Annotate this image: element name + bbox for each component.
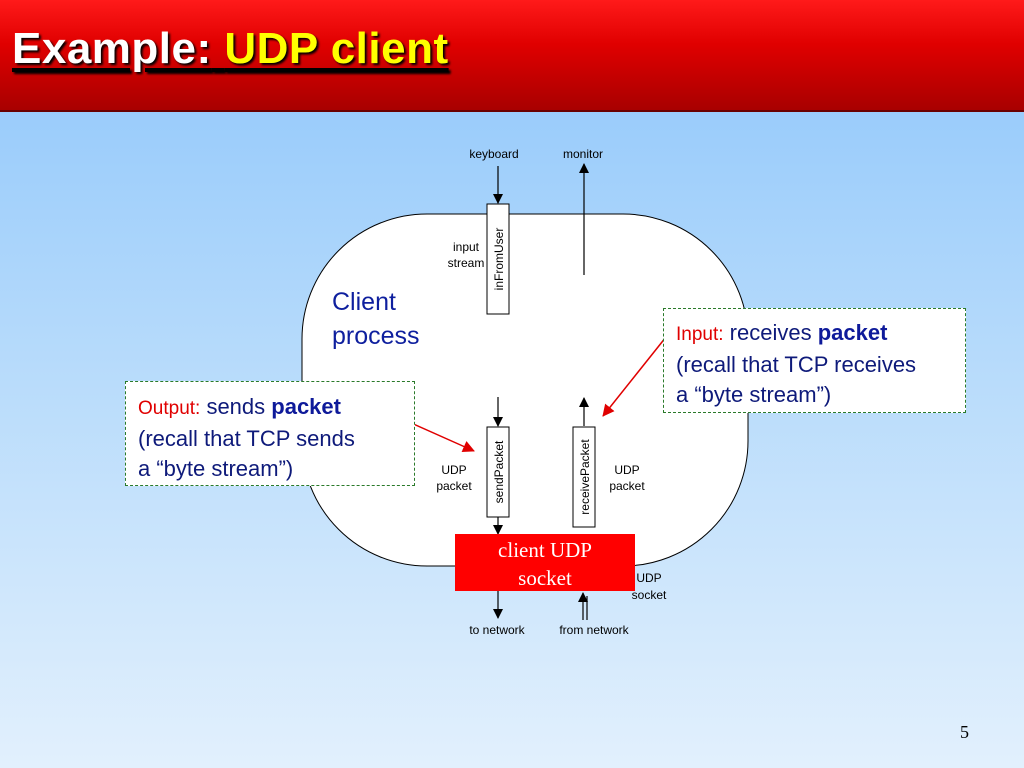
- from-network-label: from network: [559, 623, 629, 637]
- input-callout-line-2: (recall that TCP receives: [676, 352, 917, 377]
- client-process-label-1: Client: [332, 288, 396, 316]
- udp-packet-left-1: UDP: [441, 463, 466, 477]
- input-stream-label-1: input: [453, 240, 480, 254]
- page-number: 5: [960, 722, 969, 742]
- udp-packet-right-1: UDP: [614, 463, 639, 477]
- input-pointer-arrow: [602, 336, 667, 417]
- udp-socket-label-2: socket: [632, 588, 667, 602]
- udp-socket-label-1: UDP: [636, 571, 661, 585]
- output-callout: Output: sends packet (recall that TCP se…: [125, 381, 415, 486]
- input-callout-text: receives: [723, 320, 818, 345]
- monitor-label: monitor: [563, 147, 603, 161]
- output-callout-text: sends: [200, 394, 272, 419]
- output-callout-label: Output:: [138, 398, 201, 419]
- receive-packet-label: receivePacket: [578, 439, 592, 515]
- input-callout-bold: packet: [817, 320, 888, 345]
- title-highlight: UDP client: [224, 24, 449, 73]
- input-stream-label-2: stream: [448, 256, 485, 270]
- receive-packet-box: [572, 426, 596, 528]
- udp-packet-left-2: packet: [436, 479, 472, 493]
- socket-box-line-1: client UDP: [498, 538, 592, 562]
- to-network-label: to network: [469, 623, 525, 637]
- output-callout-line-2: (recall that TCP sends: [138, 426, 355, 451]
- title-bar: Example: UDP client: [0, 0, 1024, 112]
- input-callout-line-3: a “byte stream”): [676, 382, 832, 407]
- title-prefix: Example:: [12, 24, 212, 73]
- slide-title: Example: UDP client: [12, 24, 449, 74]
- client-process-label-2: process: [332, 322, 420, 350]
- input-callout: Input: receives packet (recall that TCP …: [663, 308, 966, 413]
- input-callout-label: Input:: [676, 324, 724, 345]
- output-callout-bold: packet: [271, 394, 341, 419]
- client-udp-socket-box: client UDP socket: [455, 534, 635, 591]
- in-from-user-label: inFromUser: [492, 228, 506, 291]
- in-from-user-stream: [486, 203, 510, 315]
- output-callout-line-3: a “byte stream”): [138, 456, 294, 481]
- send-packet-label: sendPacket: [492, 440, 506, 503]
- udp-packet-right-2: packet: [609, 479, 645, 493]
- socket-box-line-2: socket: [518, 566, 572, 590]
- keyboard-label: keyboard: [469, 147, 518, 161]
